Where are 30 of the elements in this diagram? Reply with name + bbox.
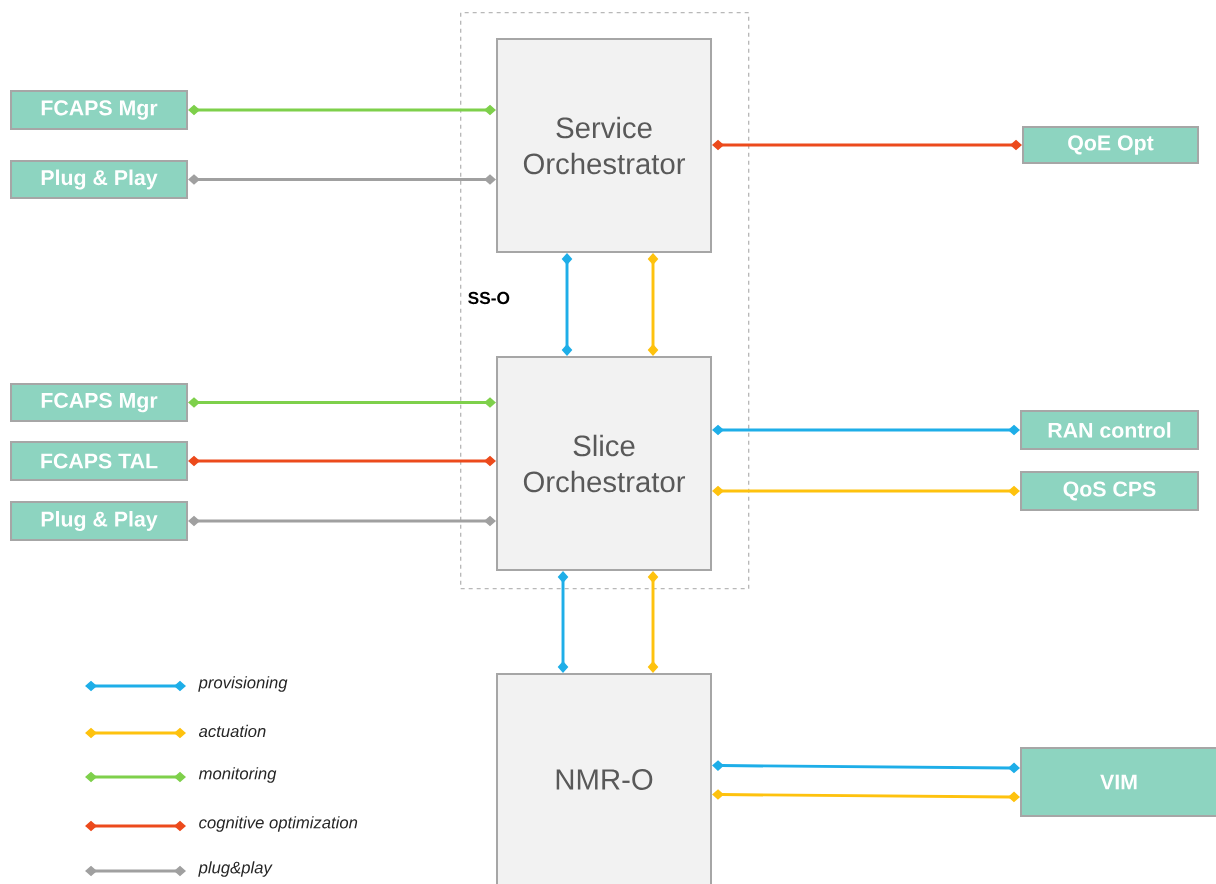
connector-line — [188, 515, 496, 527]
legend-label: provisioning — [198, 676, 288, 692]
connector-line — [561, 253, 573, 356]
connector-line — [557, 571, 569, 673]
module-box: FCAPS Mgr — [10, 383, 188, 422]
module-box: FCAPS Mgr — [10, 90, 188, 130]
module-box: QoS CPS — [1020, 471, 1199, 511]
module-box: Plug & Play — [10, 501, 188, 541]
connector-line — [712, 485, 1020, 497]
module-box: RAN control — [1020, 410, 1199, 450]
connector-line — [647, 571, 659, 673]
connector-line — [712, 139, 1022, 151]
module-box: QoE Opt — [1022, 126, 1199, 164]
module-box: VIM — [1020, 747, 1216, 817]
connector-line — [188, 455, 496, 467]
module-box: Plug & Play — [10, 160, 188, 199]
connector-line — [188, 397, 496, 408]
legend-label: monitoring — [198, 767, 277, 783]
group-label: SS-O — [468, 291, 510, 305]
legend-label: actuation — [199, 724, 266, 738]
connector-line — [188, 174, 496, 185]
process-box: Service Orchestrator — [496, 38, 712, 253]
connector-line — [188, 104, 496, 116]
connector-line — [712, 424, 1020, 436]
process-box: Slice Orchestrator — [496, 356, 712, 571]
legend-label: cognitive optimization — [199, 816, 358, 832]
legend-label: plug&play — [198, 861, 273, 877]
module-box: FCAPS TAL — [10, 441, 188, 481]
process-box: NMR-O — [496, 673, 712, 884]
connector-line — [647, 253, 659, 356]
